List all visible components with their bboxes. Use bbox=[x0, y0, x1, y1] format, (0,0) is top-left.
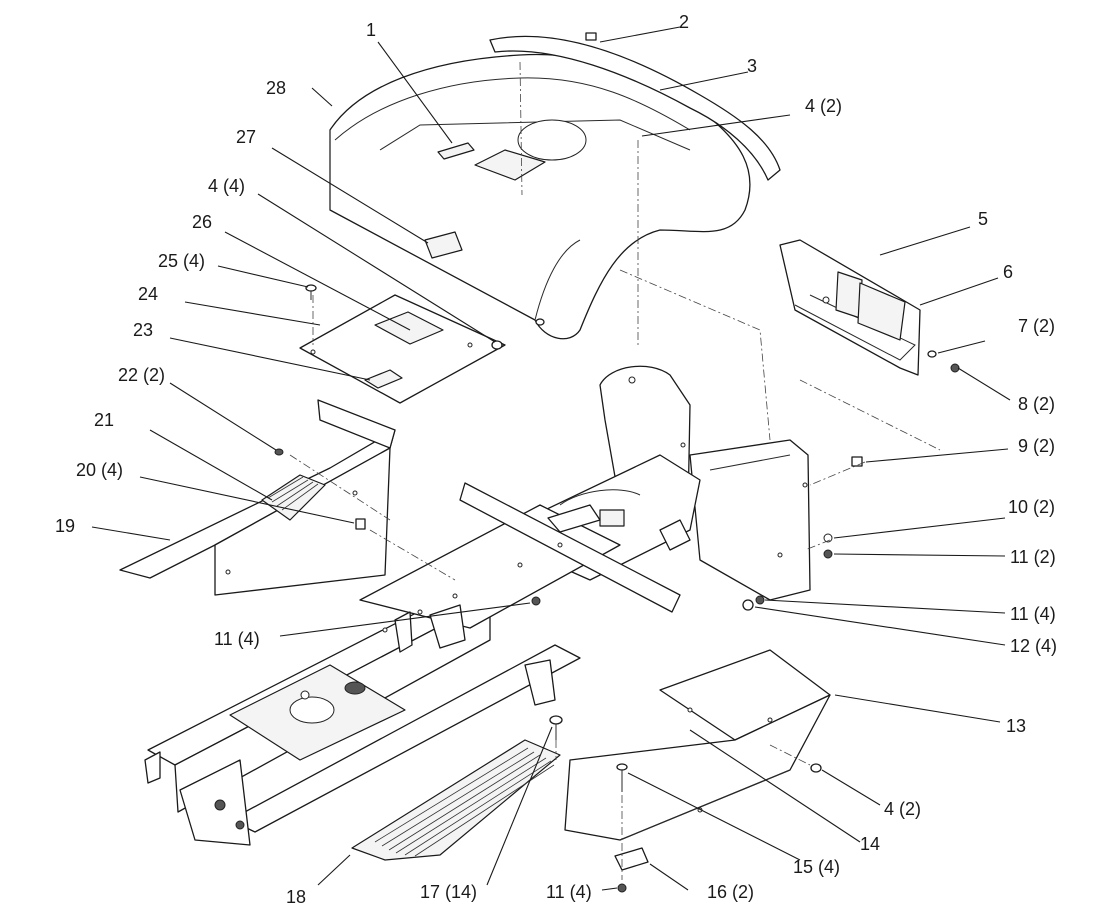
decal-27 bbox=[424, 231, 463, 259]
callout-18: 18 bbox=[286, 887, 306, 907]
callout-28: 28 bbox=[266, 78, 286, 98]
callout-25: 25 (4) bbox=[158, 251, 205, 271]
nut-8 bbox=[950, 363, 960, 373]
callout-19: 19 bbox=[55, 516, 75, 536]
callout-3: 3 bbox=[747, 56, 757, 76]
callout-13: 13 bbox=[1006, 716, 1026, 736]
callout-23: 23 bbox=[133, 320, 153, 340]
callout-11-d: 11 (4) bbox=[214, 629, 260, 649]
nut-11-bottom bbox=[617, 883, 627, 893]
nut-11-b bbox=[755, 595, 765, 605]
nut-11-a bbox=[823, 549, 833, 559]
callout-4-left: 4 (4) bbox=[208, 176, 245, 196]
callout-12: 12 (4) bbox=[1010, 636, 1057, 656]
callout-9: 9 (2) bbox=[1018, 436, 1055, 456]
callout-26: 26 bbox=[192, 212, 212, 232]
callout-5: 5 bbox=[978, 209, 988, 229]
bracket-16 bbox=[614, 847, 649, 871]
clip-2 bbox=[585, 32, 597, 41]
alignment-lines bbox=[289, 61, 941, 880]
side-panel bbox=[299, 294, 506, 404]
leader-lines bbox=[91, 26, 1011, 891]
callout-27: 27 bbox=[236, 127, 256, 147]
callout-24: 24 bbox=[138, 284, 158, 304]
screw-25 bbox=[305, 284, 317, 300]
foot-pad-18 bbox=[351, 739, 561, 861]
screw-4-panel bbox=[491, 318, 545, 350]
bolt-15 bbox=[616, 763, 628, 792]
callout-4-lower: 4 (2) bbox=[884, 799, 921, 819]
footrest-right bbox=[564, 649, 831, 841]
dash-panel bbox=[779, 239, 921, 376]
washer-12 bbox=[742, 599, 754, 611]
callout-11-b: 11 (4) bbox=[1010, 604, 1056, 624]
main-frame bbox=[144, 482, 691, 846]
callout-10: 10 (2) bbox=[1008, 497, 1055, 517]
callout-2: 2 bbox=[679, 12, 689, 32]
callout-labels: 1 2 3 4 (2) 5 6 7 (2) 8 (2) 9 (2) 10 (2)… bbox=[55, 12, 1057, 907]
callout-7: 7 (2) bbox=[1018, 316, 1055, 336]
callout-21: 21 bbox=[94, 410, 114, 430]
nut-9 bbox=[851, 456, 863, 467]
bolt-22 bbox=[274, 448, 284, 456]
callout-17: 17 (14) bbox=[420, 882, 477, 902]
decal-1 bbox=[437, 142, 475, 160]
hood-body-shell bbox=[329, 53, 751, 340]
screw-4-lower bbox=[810, 763, 822, 773]
screw-17 bbox=[549, 715, 563, 740]
foot-pad-21 bbox=[261, 474, 326, 521]
callout-16: 16 (2) bbox=[707, 882, 754, 902]
decal-23 bbox=[364, 369, 403, 389]
callout-8: 8 (2) bbox=[1018, 394, 1055, 414]
callout-22: 22 (2) bbox=[118, 365, 165, 385]
callout-14: 14 bbox=[860, 834, 880, 854]
washer-7 bbox=[927, 350, 937, 358]
footrest-left bbox=[119, 399, 396, 596]
trim-strip bbox=[489, 35, 781, 181]
callout-20: 20 (4) bbox=[76, 460, 123, 480]
callout-1: 1 bbox=[366, 20, 376, 40]
callout-15: 15 (4) bbox=[793, 857, 840, 877]
callout-6: 6 bbox=[1003, 262, 1013, 282]
callout-4-top: 4 (2) bbox=[805, 96, 842, 116]
nut-11-c bbox=[531, 596, 541, 606]
spacer-20 bbox=[355, 518, 366, 530]
callout-11-a: 11 (2) bbox=[1010, 547, 1056, 567]
callout-11-c: 11 (4) bbox=[546, 882, 592, 902]
rear-fender-bracket bbox=[689, 439, 811, 601]
